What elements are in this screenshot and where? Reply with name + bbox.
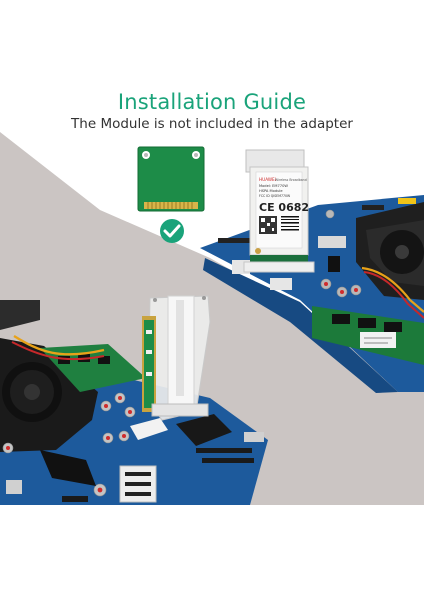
module-line3: HSPA Module (259, 189, 283, 193)
module-ce: CE 0682 (259, 201, 309, 214)
module-fcc: FCC ID QISEM770W (259, 194, 291, 198)
adapter-bracket (142, 295, 211, 421)
page-title: Installation Guide (117, 90, 307, 114)
module-brand: HUAWEI (259, 177, 276, 182)
check-icon (160, 219, 184, 243)
page-subtitle: The Module is not included in the adapte… (71, 116, 353, 132)
module-line2: Model: EM770W (259, 184, 288, 188)
module-line1: Wireless Broadband (275, 178, 307, 182)
mini-pcie-card (137, 146, 205, 212)
left-motherboard (0, 300, 268, 505)
wifi-module: HUAWEI Wireless Broadband Model: EM770W … (243, 149, 315, 273)
